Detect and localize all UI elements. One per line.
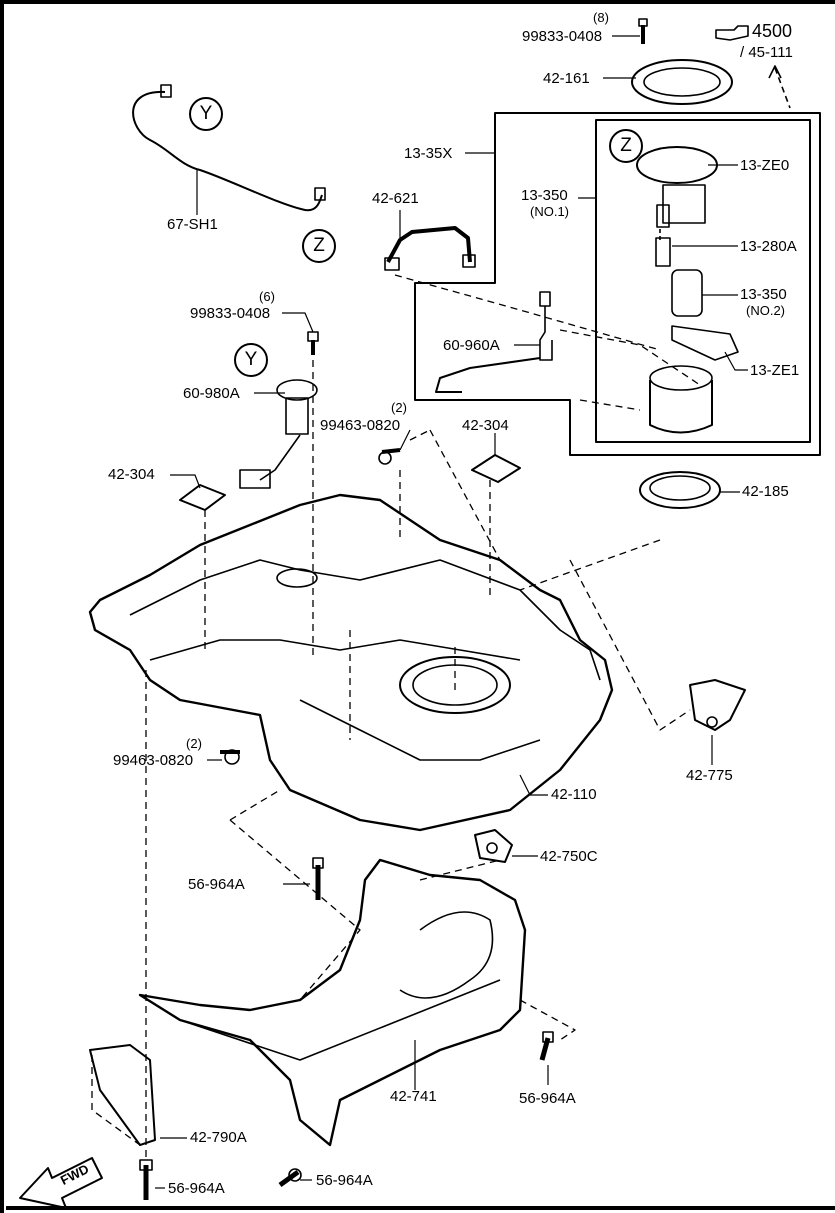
part-13-350-no2: 13-350 bbox=[740, 286, 787, 303]
tank-ridge-1 bbox=[129, 559, 601, 681]
part-99833-0408-top: 99833-0408 bbox=[522, 28, 603, 45]
harness-connector-y bbox=[160, 84, 172, 98]
tank-opening-small bbox=[276, 568, 318, 588]
part-13-350-no1-note: (NO.1) bbox=[530, 204, 569, 219]
unit-60-980a-arm bbox=[259, 434, 301, 481]
ring-42-161 bbox=[631, 59, 733, 105]
clip-56-964a-2-head bbox=[542, 1031, 554, 1043]
part-56-964a-upper: 56-964A bbox=[188, 876, 245, 893]
part-56-964a-lower-mid: 56-964A bbox=[316, 1172, 373, 1189]
marker-y-unit: Y bbox=[234, 343, 268, 377]
ring-42-185 bbox=[639, 471, 721, 509]
pad-42-304-right bbox=[471, 454, 521, 483]
fuel-tank-outline bbox=[88, 493, 614, 832]
clip-56-964a-4 bbox=[278, 1169, 300, 1188]
pump-connector bbox=[656, 204, 670, 228]
qty-99463-bot: (2) bbox=[186, 736, 202, 751]
clip-56-964a-1-head bbox=[312, 857, 324, 869]
pipe-end-b bbox=[462, 254, 476, 268]
bolt-99463-bot-head bbox=[224, 749, 240, 765]
harness-67-sh1 bbox=[132, 90, 323, 212]
ref-page: / 45-111 bbox=[740, 44, 793, 61]
heat-shield-channel bbox=[399, 911, 494, 999]
pump-canister-top bbox=[649, 365, 713, 391]
ref-pointer-icon bbox=[715, 25, 749, 41]
part-99463-0820-bot: 99463-0820 bbox=[113, 752, 194, 769]
part-42-621: 42-621 bbox=[372, 190, 419, 207]
bracket-42-775-hole bbox=[706, 716, 718, 728]
assembly-13-350-frame bbox=[595, 119, 811, 443]
sender-body bbox=[539, 306, 553, 361]
unit-60-980a-body bbox=[285, 397, 309, 435]
heat-shield-edge bbox=[179, 979, 501, 1061]
ring-42-161-inner bbox=[643, 67, 721, 97]
ref-number: 4500 bbox=[752, 21, 793, 41]
part-13-ze1 bbox=[671, 325, 739, 361]
filter-no2 bbox=[671, 269, 703, 317]
tank-ridge-2 bbox=[149, 639, 521, 661]
marker-y-harness: Y bbox=[189, 97, 223, 131]
part-60-980a: 60-980A bbox=[183, 385, 240, 402]
assembly-13-35x-frame bbox=[414, 112, 821, 456]
marker-z-harness: Z bbox=[302, 229, 336, 263]
pump-flange bbox=[636, 146, 718, 184]
unit-60-980a bbox=[276, 379, 318, 401]
part-42-741: 42-741 bbox=[390, 1088, 437, 1105]
part-13-35x: 13-35X bbox=[404, 145, 453, 162]
part-13-ze1: 13-ZE1 bbox=[750, 362, 800, 379]
assembly-lines bbox=[91, 274, 701, 1160]
bolt-mid-head bbox=[307, 331, 319, 342]
part-56-964a-lower-left: 56-964A bbox=[168, 1180, 225, 1197]
part-13-350-no1: 13-350 bbox=[521, 187, 568, 204]
bolt-99463-top-head bbox=[378, 451, 392, 465]
part-67-sh1: 67-SH1 bbox=[167, 216, 218, 233]
pad-42-304-left bbox=[179, 484, 226, 511]
part-42-161: 42-161 bbox=[543, 70, 590, 87]
unit-60-980a-float bbox=[239, 469, 271, 489]
tank-opening-main bbox=[399, 656, 511, 714]
fwd-arrow bbox=[19, 1157, 103, 1209]
qty-99463-top: (2) bbox=[391, 400, 407, 415]
part-42-110: 42-110 bbox=[551, 786, 597, 803]
part-42-775: 42-775 bbox=[686, 767, 733, 784]
part-56-964a-right: 56-964A bbox=[519, 1090, 576, 1107]
pipe-end-a bbox=[384, 257, 400, 271]
part-42-750c: 42-750C bbox=[540, 848, 598, 865]
ref-leader bbox=[774, 67, 791, 109]
part-99833-0408-mid: 99833-0408 bbox=[190, 305, 271, 322]
pipe-42-621 bbox=[386, 226, 472, 263]
part-13-350-no2-note: (NO.2) bbox=[746, 303, 785, 318]
regulator bbox=[655, 237, 671, 267]
sender-connector bbox=[539, 291, 551, 307]
part-42-185: 42-185 bbox=[742, 483, 789, 500]
ring-42-185-inner bbox=[649, 475, 711, 501]
harness-connector-z bbox=[314, 187, 326, 201]
qty-99833-top: (8) bbox=[593, 10, 609, 25]
part-13-ze0: 13-ZE0 bbox=[740, 157, 790, 174]
plate-42-790a bbox=[89, 1044, 156, 1146]
part-60-960a: 60-960A bbox=[443, 337, 500, 354]
ref-arrowhead bbox=[768, 65, 782, 79]
pump-canister bbox=[649, 380, 713, 434]
heat-shield-42-741 bbox=[138, 858, 527, 1147]
part-42-304-left: 42-304 bbox=[108, 466, 155, 483]
pump-body-top bbox=[662, 184, 706, 224]
bracket-42-750c bbox=[474, 829, 513, 863]
bracket-42-750c-hole bbox=[486, 842, 498, 854]
part-99463-0820-top: 99463-0820 bbox=[320, 417, 401, 434]
part-42-790a: 42-790A bbox=[190, 1129, 247, 1146]
leader-lines bbox=[155, 35, 748, 1189]
bracket-42-775 bbox=[689, 679, 746, 731]
tank-ridge-3 bbox=[299, 699, 541, 761]
part-13-280a: 13-280A bbox=[740, 238, 797, 255]
part-42-304-right: 42-304 bbox=[462, 417, 509, 434]
sender-arm bbox=[435, 357, 541, 393]
clip-56-964a-3-head bbox=[139, 1159, 153, 1171]
clip-56-964a-4-head bbox=[288, 1168, 302, 1182]
marker-z-pump: Z bbox=[609, 129, 643, 163]
qty-99833-mid: (6) bbox=[259, 289, 275, 304]
bolt-top-head bbox=[638, 18, 648, 27]
